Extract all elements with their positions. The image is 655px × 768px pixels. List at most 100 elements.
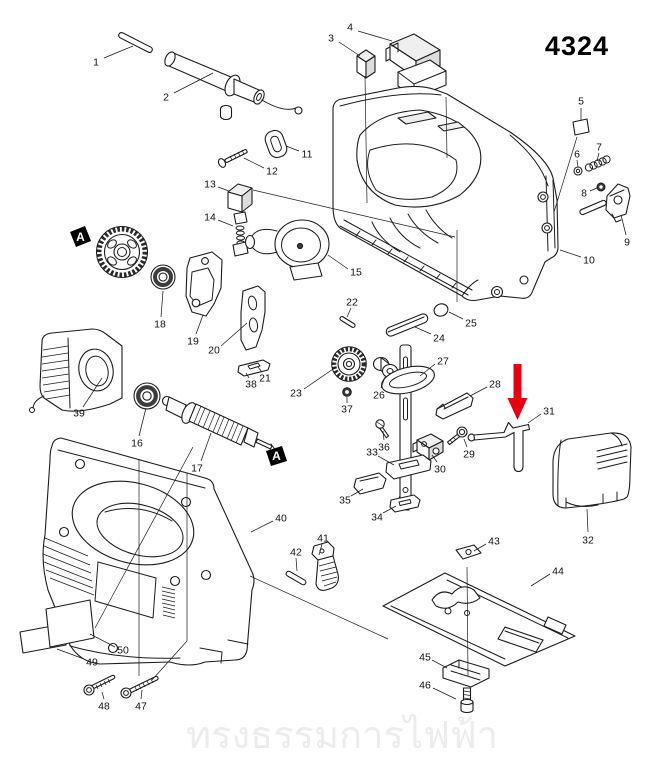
red-arrow-head (507, 398, 528, 420)
callout-leader-12 (243, 157, 265, 169)
callout-leader-17 (200, 432, 212, 462)
part-29-screw (446, 426, 468, 446)
callout-leader-3 (338, 41, 361, 57)
callout-leader-11 (285, 145, 300, 152)
part-12-screw (217, 149, 248, 168)
callout-leader-46 (432, 687, 457, 700)
highlight-arrow-layer (507, 364, 528, 420)
part-number-13: 13 (204, 179, 216, 191)
callout-leader-22 (346, 307, 352, 318)
part-number-11: 11 (302, 149, 313, 161)
part-number-25: 25 (465, 318, 477, 330)
part-8-nut (596, 182, 606, 192)
part-21-38-plate (237, 359, 271, 377)
part-number-34: 34 (371, 512, 383, 524)
part-20-insulation-plate (240, 285, 266, 351)
callout-leader-25 (448, 311, 464, 320)
part-17-armature (161, 395, 277, 452)
part-1-rod (118, 31, 153, 54)
watermark-text: ทรงธรรมการไฟฟ้า (186, 714, 498, 757)
callout-leader-38 (245, 372, 250, 379)
part-45-clamp (442, 659, 490, 688)
callout-leader-6 (576, 159, 579, 168)
callout-leader-27 (419, 363, 436, 377)
callout-leader-1 (103, 45, 134, 59)
callout-leader-29 (463, 438, 468, 448)
part-28-wedge (435, 392, 474, 420)
part-number-28: 28 (489, 379, 501, 391)
part-23-gear (331, 346, 367, 382)
callout-leader-41 (318, 543, 323, 556)
part-24-rod (385, 313, 429, 337)
callout-leader-10 (559, 249, 582, 258)
callout-leader-42 (295, 557, 298, 572)
part-number-8: 8 (581, 188, 587, 200)
part-30-block (412, 433, 444, 461)
part-number-45: 45 (419, 652, 431, 664)
part-2-handle-tube (164, 51, 303, 120)
part-35-plate (353, 472, 387, 495)
part-number-37: 37 (341, 404, 353, 416)
part-number-29: 29 (463, 449, 475, 461)
callout-leader-18 (160, 290, 164, 318)
part-number-2: 2 (163, 92, 169, 104)
part-number-49: 49 (86, 657, 98, 669)
part-number-12: 12 (266, 166, 278, 178)
callout-leader-50 (89, 633, 116, 648)
part-number-6: 6 (574, 149, 580, 161)
callout-leader-21 (257, 366, 263, 373)
part-number-33: 33 (366, 447, 378, 459)
part-number-20: 20 (208, 345, 220, 357)
part-19-bracket (185, 251, 223, 317)
part-number-30: 30 (434, 464, 446, 476)
assembly-marker-label-1: A (76, 230, 85, 244)
part-50-name-plate (45, 599, 95, 648)
callout-layer: 1234567891011121314151617181920212223242… (56, 22, 630, 713)
part-33-plate (385, 454, 432, 480)
part-number-35: 35 (339, 495, 351, 507)
part-number-43: 43 (488, 536, 500, 548)
callout-leader-33 (377, 455, 395, 466)
assembly-marker-label-2: A (272, 449, 281, 463)
leader-axis-lines (94, 75, 578, 681)
callout-leader-4 (357, 30, 393, 42)
part-number-1: 1 (93, 57, 99, 69)
callout-leader-20 (220, 322, 248, 347)
callout-leader-36 (382, 430, 385, 441)
part-41-lever (311, 541, 339, 591)
callout-leader-15 (327, 254, 349, 270)
part-number-42: 42 (290, 547, 302, 559)
part-9-roller (579, 183, 631, 223)
callout-leader-26 (380, 376, 386, 389)
part-number-7: 7 (596, 142, 602, 154)
part-number-50: 50 (117, 645, 129, 657)
part-number-23: 23 (290, 388, 302, 400)
part-number-24: 24 (433, 333, 445, 345)
part-number-31: 31 (543, 406, 555, 418)
callout-leader-9 (620, 214, 627, 236)
part-number-17: 17 (191, 463, 203, 475)
part-number-48: 48 (98, 701, 110, 713)
part-6-ring (573, 166, 583, 176)
model-number-title: 4324 (545, 31, 609, 61)
callout-leader-19 (195, 314, 204, 335)
callout-leader-2 (173, 72, 214, 94)
part-11-cord-guard (264, 129, 288, 159)
part-number-26: 26 (373, 390, 385, 402)
callout-leader-14 (217, 219, 234, 227)
part-34-plate (389, 494, 421, 513)
part-number-15: 15 (350, 267, 362, 279)
part-number-10: 10 (583, 255, 595, 267)
part-10-motor-housing (332, 85, 559, 302)
callout-leader-24 (414, 326, 432, 335)
part-31-bent-rod (467, 421, 531, 473)
part-number-32: 32 (582, 535, 594, 547)
part-number-41: 41 (317, 533, 329, 545)
callout-leader-35 (350, 488, 364, 497)
part-number-36: 36 (378, 442, 390, 454)
part-18-bearing (150, 264, 176, 290)
callout-leader-30 (431, 454, 438, 463)
part-number-27: 27 (437, 356, 449, 368)
